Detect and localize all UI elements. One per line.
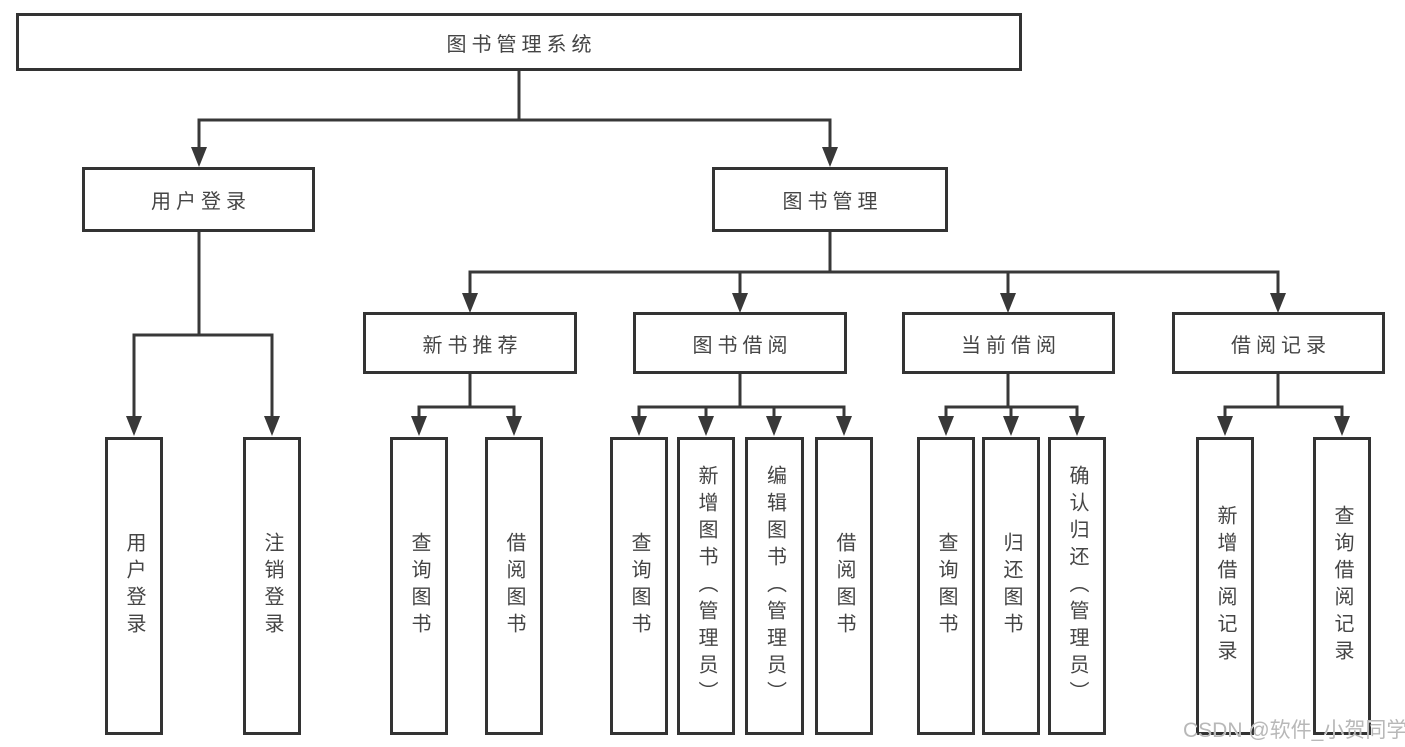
leaf-add-borrow-record-label: 新增借阅记录 — [1214, 505, 1236, 667]
arrowhead — [698, 416, 714, 436]
connector-borrow-branch — [637, 374, 846, 419]
leaf-query-books-1: 查询图书 — [390, 437, 448, 735]
arrowhead — [462, 293, 478, 313]
node-book-borrow: 图书借阅 — [633, 312, 847, 374]
leaf-query-books-2-label: 查询图书 — [628, 532, 650, 640]
arrowhead — [1000, 293, 1016, 313]
arrowhead — [1069, 416, 1085, 436]
node-book-borrow-label: 图书借阅 — [692, 334, 793, 357]
arrowhead — [766, 416, 782, 436]
leaf-query-borrow-record-label: 查询借阅记录 — [1331, 505, 1353, 667]
leaf-query-borrow-record: 查询借阅记录 — [1313, 437, 1371, 735]
leaf-borrow-books-1-label: 借阅图书 — [503, 532, 525, 640]
node-current-borrow: 当前借阅 — [902, 312, 1115, 374]
connector-user-login-branch — [132, 232, 274, 419]
node-current-borrow-label: 当前借阅 — [961, 334, 1061, 357]
leaf-logout: 注销登录 — [243, 437, 301, 735]
leaf-return-books: 归还图书 — [982, 437, 1040, 735]
node-borrow-records-label: 借阅记录 — [1231, 334, 1331, 357]
leaf-borrow-books-1: 借阅图书 — [485, 437, 543, 735]
node-new-book-recommend-label: 新书推荐 — [422, 334, 523, 357]
arrowhead — [1217, 416, 1233, 436]
node-book-management: 图书管理 — [712, 167, 948, 232]
arrowhead — [836, 416, 852, 436]
leaf-query-books-3-label: 查询图书 — [935, 532, 957, 640]
arrowhead — [1334, 416, 1350, 436]
arrowhead — [411, 416, 427, 436]
connector-new-books-branch — [417, 374, 516, 419]
leaf-borrow-books-2: 借阅图书 — [815, 437, 873, 735]
leaf-return-books-label: 归还图书 — [1000, 532, 1022, 640]
connector-book-mgmt-branch — [468, 232, 1280, 296]
leaf-query-books-3: 查询图书 — [917, 437, 975, 735]
node-library-system-label: 图书管理系统 — [446, 33, 597, 56]
arrowhead — [126, 416, 142, 436]
arrowhead — [264, 416, 280, 436]
connector-root-to-level2 — [197, 71, 832, 152]
arrowhead — [191, 147, 207, 167]
leaf-add-books-admin: 新增图书（管理员） — [677, 437, 735, 735]
node-user-login: 用户登录 — [82, 167, 315, 232]
node-library-system: 图书管理系统 — [16, 13, 1022, 71]
arrowhead — [1003, 416, 1019, 436]
leaf-add-borrow-record: 新增借阅记录 — [1196, 437, 1254, 735]
leaf-query-books-2: 查询图书 — [610, 437, 668, 735]
node-new-book-recommend: 新书推荐 — [363, 312, 577, 374]
arrowhead — [822, 147, 838, 167]
connector-current-branch — [944, 374, 1079, 419]
leaf-confirm-return-admin: 确认归还（管理员） — [1048, 437, 1106, 735]
leaf-user-login-label: 用户登录 — [123, 532, 145, 640]
leaf-edit-books-admin-label: 编辑图书（管理员） — [763, 464, 786, 708]
leaf-logout-label: 注销登录 — [261, 532, 283, 640]
leaf-edit-books-admin: 编辑图书（管理员） — [745, 437, 804, 735]
leaf-add-books-admin-label: 新增图书（管理员） — [695, 464, 717, 708]
node-borrow-records: 借阅记录 — [1172, 312, 1385, 374]
arrowhead — [1270, 293, 1286, 313]
leaf-confirm-return-admin-label: 确认归还（管理员） — [1066, 464, 1088, 708]
arrowhead — [732, 293, 748, 313]
connector-records-branch — [1223, 374, 1344, 419]
arrowhead — [938, 416, 954, 436]
node-book-management-label: 图书管理 — [782, 191, 883, 213]
csdn-watermark: CSDN @软件_小贺同学 — [1183, 719, 1405, 742]
arrowhead — [631, 416, 647, 436]
leaf-query-books-1-label: 查询图书 — [408, 532, 430, 640]
arrowhead — [506, 416, 522, 436]
leaf-borrow-books-2-label: 借阅图书 — [833, 532, 855, 640]
node-user-login-label: 用户登录 — [151, 191, 251, 213]
leaf-user-login: 用户登录 — [105, 437, 163, 735]
